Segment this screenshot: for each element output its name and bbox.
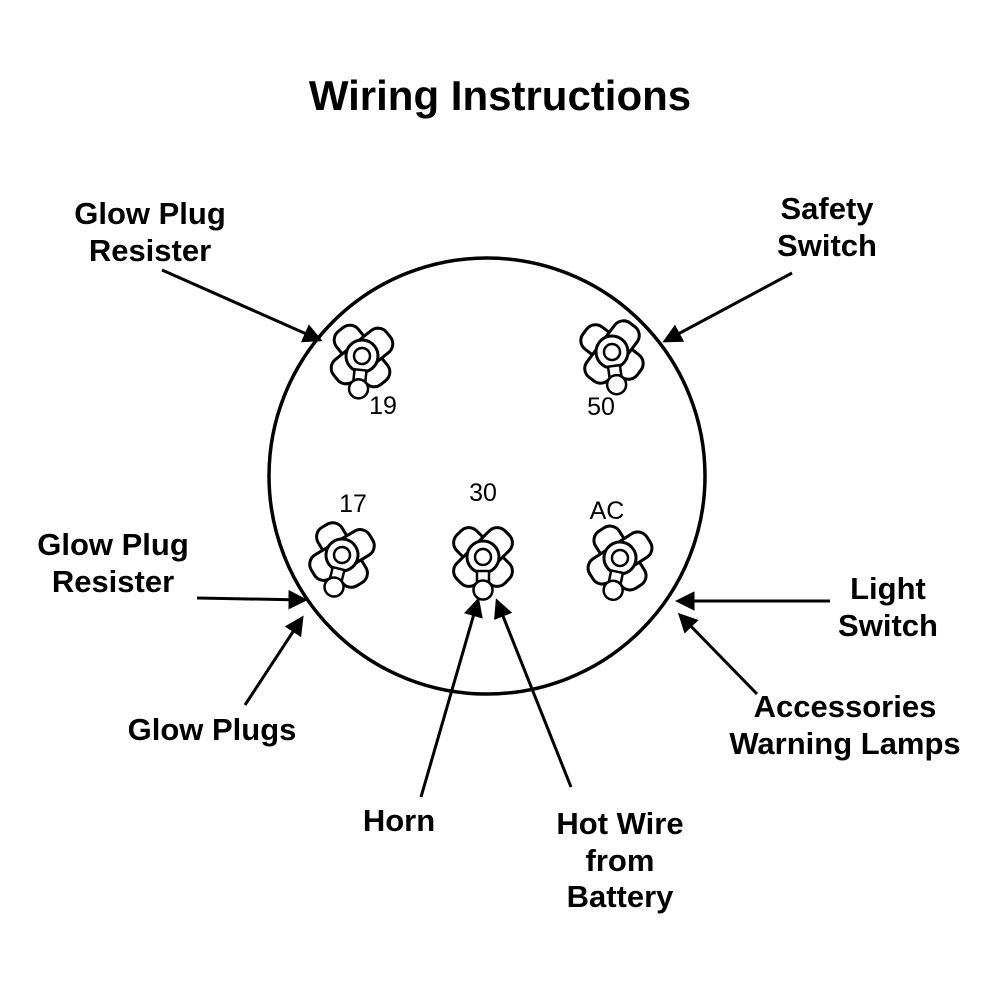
arrow-accessories-warning-lamps <box>677 612 759 696</box>
page-title: Wiring Instructions <box>308 72 692 119</box>
terminal-30-label: 30 <box>469 479 497 507</box>
label-safety-switch: Safety Switch <box>777 191 877 263</box>
arrow-safety-switch <box>662 271 793 343</box>
arrow-hot-wire-from-battery <box>494 598 573 788</box>
arrow-glow-plugs <box>243 615 304 706</box>
label-accessories-warning-lamps: Accessories Warning Lamps <box>729 689 961 761</box>
label-light-switch: Light Switch <box>838 571 938 643</box>
label-glow-plug-resister-left: Glow Plug Resister <box>37 527 189 599</box>
ignition-switch-body <box>267 256 707 696</box>
label-glow-plugs: Glow Plugs <box>127 712 297 747</box>
arrow-glow-plug-resister-top <box>161 268 323 343</box>
terminal-ac-label: AC <box>590 497 625 525</box>
terminal-50-label: 50 <box>587 393 615 421</box>
arrow-horn <box>419 597 483 798</box>
terminal-19-label: 19 <box>369 392 397 420</box>
terminal-17-label: 17 <box>339 490 367 518</box>
arrow-glow-plug-resister-left <box>196 589 308 610</box>
label-glow-plug-resister-top: Glow Plug Resister <box>74 196 226 268</box>
label-hot-wire-from-battery: Hot Wire from Battery <box>556 806 684 915</box>
label-horn: Horn <box>362 803 436 838</box>
